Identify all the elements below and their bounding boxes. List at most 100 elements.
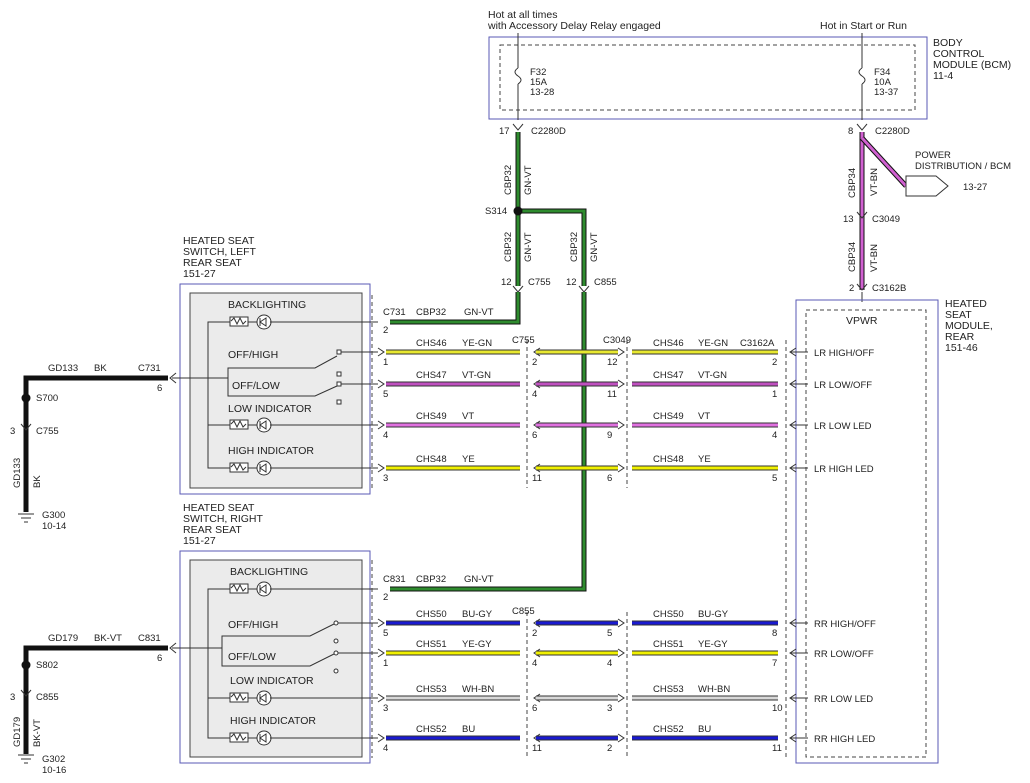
right-high-led-icon	[229, 730, 272, 746]
gd179-vcirc: GD179	[12, 717, 23, 747]
c731-ground-icon	[169, 372, 177, 384]
left-row-0-pin4: 2	[772, 357, 777, 368]
s802-label: S802	[36, 660, 58, 671]
right-row-0-color-b: BU-GY	[698, 609, 729, 620]
ground-g300-icon	[18, 513, 34, 523]
right-high-indicator: HIGH INDICATOR	[230, 715, 316, 727]
left-switch-contacts-icon	[227, 349, 342, 405]
pwr-dist-label-2: DISTRIBUTION / BCM	[915, 161, 1011, 172]
right-row-0-pin2: 2	[532, 628, 537, 639]
left-row-0-circ-a: CHS46	[416, 338, 447, 349]
right-row-3-c2-arrow-icon	[533, 733, 541, 743]
module-label-3: MODULE,	[945, 320, 993, 332]
left-row-0-pin3: 12	[607, 357, 618, 368]
c2280d-left-label: C2280D	[531, 126, 566, 137]
bcm-label-4: 11-4	[933, 70, 953, 82]
left-row-0-label: LR HIGH/OFF	[814, 348, 874, 359]
right-switch-label-1: HEATED SEAT	[183, 502, 255, 514]
gd179-conn2: C855	[36, 692, 59, 703]
gd133-conn2: C755	[36, 426, 59, 437]
left-row-1-pin4: 1	[772, 389, 777, 400]
left-row-3-pin1: 3	[383, 473, 388, 484]
right-row-0-c3-arrow-icon	[617, 618, 625, 628]
right-row-1-pin3: 4	[607, 658, 612, 669]
left-row-1-circ-a: CHS47	[416, 370, 447, 381]
gd179-connector: C831	[138, 633, 161, 644]
g302-ref: 10-16	[42, 765, 66, 776]
right-row-0-c2-arrow-icon	[533, 618, 541, 628]
left-switch-outline	[179, 283, 371, 495]
gd179-circ: GD179	[48, 633, 78, 644]
right-row-2-c3-arrow-icon	[617, 693, 625, 703]
f32-label: F32	[530, 67, 546, 78]
c2280d-right-label: C2280D	[875, 126, 910, 137]
left-row-1-color-b: VT-GN	[698, 370, 727, 381]
right-switch-contacts-icon	[221, 620, 339, 674]
right-row-3-color-b: BU	[698, 724, 711, 735]
hot-always-label: Hot at all times	[488, 9, 557, 21]
pin-12b: 12	[566, 277, 577, 288]
gd133-pin: 6	[157, 383, 162, 394]
vtbn-label-a: VT-BN	[869, 168, 880, 196]
right-row-1-color-a: YE-GY	[462, 639, 492, 650]
hot-run-label: Hot in Start or Run	[820, 20, 907, 32]
c855-feed-icon	[578, 285, 590, 293]
left-row-2-label: LR LOW LED	[814, 421, 872, 432]
right-row-3-pin3: 2	[607, 743, 612, 754]
left-row-3-c1-arrow-icon	[377, 463, 385, 473]
right-row-0-pin3: 5	[607, 628, 612, 639]
s700-label: S700	[36, 393, 58, 404]
right-row-0-color-a: BU-GY	[462, 609, 493, 620]
left-switch-label-2: SWITCH, LEFT	[183, 246, 257, 258]
pin-13: 13	[843, 214, 854, 225]
c2280d-right-icon	[856, 123, 868, 131]
right-switch-ref: 151-27	[183, 535, 216, 547]
right-low-indicator: LOW INDICATOR	[230, 675, 314, 687]
left-row-1-c1-arrow-icon	[377, 379, 385, 389]
left-high-indicator: HIGH INDICATOR	[228, 445, 314, 457]
cbp32-left-color: GN-VT	[464, 307, 494, 318]
g300-label: G300	[42, 510, 65, 521]
pin-17: 17	[499, 126, 510, 137]
left-row-0-pin1: 1	[383, 357, 388, 368]
g302-label: G302	[42, 754, 65, 765]
module-label-4: REAR	[945, 331, 975, 343]
right-row-1-c3-arrow-icon	[617, 648, 625, 658]
left-row-2-circ-b: CHS49	[653, 411, 684, 422]
left-row-2-color-b: VT	[698, 411, 710, 422]
c3162b-icon	[856, 283, 868, 291]
f34-label: F34	[874, 67, 890, 78]
wire-cbp32-left-switch	[390, 292, 521, 325]
pin-2-c3162b: 2	[849, 283, 854, 294]
cbp34-label-b: CBP34	[847, 242, 858, 272]
right-row-0-pin1: 5	[383, 628, 388, 639]
right-row-3-color-a: BU	[462, 724, 475, 735]
left-row-2-c3-arrow-icon	[617, 420, 625, 430]
left-row-1-color-a: VT-GN	[462, 370, 491, 381]
bcm-inner	[499, 44, 916, 111]
pwr-dist-label-1: POWER	[915, 150, 951, 161]
left-switch-label-3: REAR SEAT	[183, 257, 242, 269]
gd179-color: BK-VT	[94, 633, 122, 644]
right-row-2-pin3: 3	[607, 703, 612, 714]
hot-always-label-2: with Accessory Delay Relay engaged	[487, 20, 661, 32]
cbp32-right-color: GN-VT	[464, 574, 494, 585]
right-row-2-label: RR LOW LED	[814, 694, 873, 705]
right-row-1-circ-a: CHS51	[416, 639, 447, 650]
right-row-0-circ-b: CHS50	[653, 609, 684, 620]
vpwr-label: VPWR	[846, 315, 878, 327]
fuse-f34-icon	[858, 67, 866, 85]
cbp32-left-circ: CBP32	[416, 307, 446, 318]
wire-cbp32-right-switch	[390, 292, 587, 592]
f32-ref: 13-28	[530, 87, 554, 98]
right-row-3-circ-b: CHS52	[653, 724, 684, 735]
gd133-circ: GD133	[48, 363, 78, 374]
bcm-label-2: CONTROL	[933, 48, 984, 60]
pwr-dist-ref: 13-27	[963, 182, 987, 193]
c731-label: C731	[383, 307, 406, 318]
left-row-2-circ-a: CHS49	[416, 411, 447, 422]
f34-amp: 10A	[874, 77, 892, 88]
right-row-2-circ-b: CHS53	[653, 684, 684, 695]
gd133-connector: C731	[138, 363, 161, 374]
